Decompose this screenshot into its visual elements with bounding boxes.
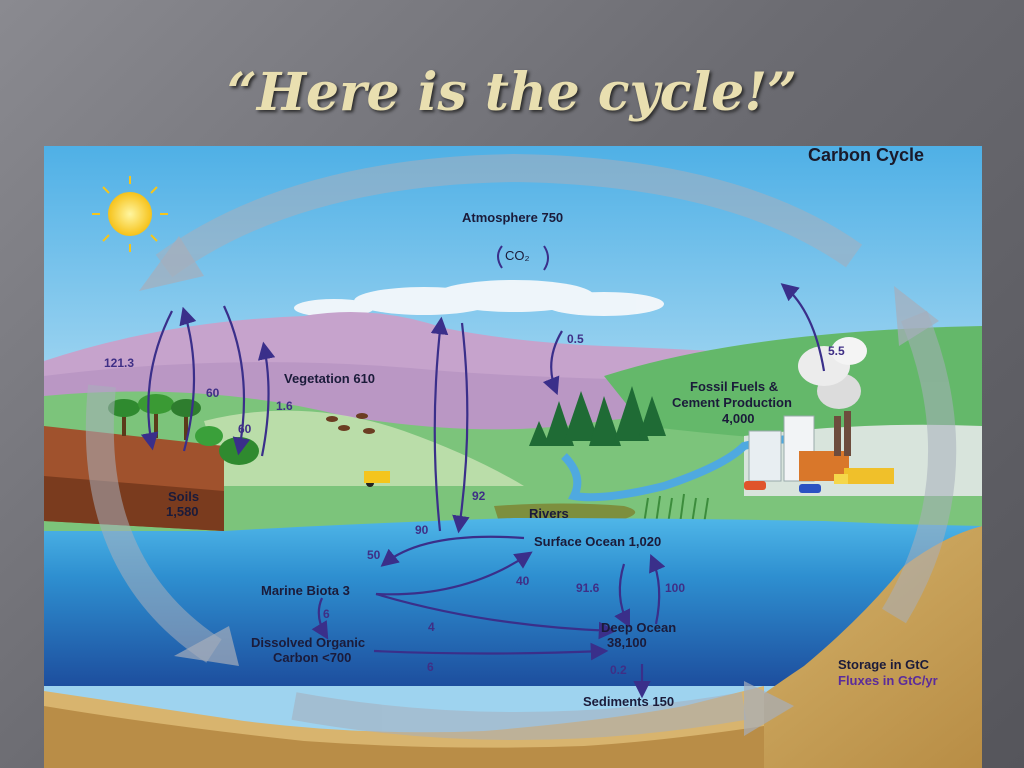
- flux-6-a: 6: [323, 607, 330, 621]
- sediments-label: Sediments 150: [583, 694, 675, 709]
- flux-50: 50: [367, 548, 381, 562]
- co2-label: CO₂: [505, 248, 530, 263]
- flux-60-a: 60: [206, 386, 220, 400]
- tractor: [364, 471, 390, 483]
- vehicles: [364, 468, 894, 493]
- cows: [326, 413, 375, 434]
- flux-4: 4: [428, 620, 435, 634]
- fossil-fuels-value: 4,000: [722, 411, 755, 426]
- deep-ocean-value: 38,100: [607, 635, 647, 650]
- co2-swirl-icon: [497, 245, 549, 271]
- soils-label: Soils: [168, 489, 200, 504]
- deep-ocean-label: Deep Ocean: [601, 620, 677, 635]
- cycle-ring-arrows: [85, 153, 957, 740]
- legend-fluxes: Fluxes in GtC/yr: [838, 673, 938, 688]
- flux-60-b: 60: [238, 422, 252, 436]
- vegetation-label: Vegetation 610: [284, 371, 376, 386]
- dissolved-organic-label: Dissolved Organic: [251, 635, 366, 650]
- cement-production-label: Cement Production: [672, 395, 792, 410]
- ocean: [44, 518, 982, 686]
- flux-6-b: 6: [427, 660, 434, 674]
- flux-5-5: 5.5: [828, 344, 845, 358]
- surface-ocean-label: Surface Ocean 1,020: [534, 534, 662, 549]
- carbon-cycle-diagram: Carbon Cycle Atmosphere 750 CO₂ Vegetati…: [44, 146, 982, 768]
- flux-121-3: 121.3: [104, 356, 135, 370]
- marine-biota-label: Marine Biota 3: [261, 583, 350, 598]
- flux-40: 40: [516, 574, 530, 588]
- flux-0-5: 0.5: [567, 332, 584, 346]
- rivers-label: Rivers: [529, 506, 569, 521]
- soils-value: 1,580: [166, 504, 199, 519]
- flux-arrows: [140, 283, 826, 699]
- pine-forest: [529, 386, 666, 446]
- legend-storage: Storage in GtC: [838, 657, 930, 672]
- cycle-ring-arrowheads: [139, 236, 939, 736]
- flux-0-2: 0.2: [610, 663, 627, 677]
- diagram-illustration: [44, 146, 982, 768]
- fossil-fuels-label: Fossil Fuels &: [690, 379, 779, 394]
- flux-100: 100: [665, 581, 686, 595]
- atmosphere-label: Atmosphere 750: [462, 210, 564, 225]
- flux-91-6: 91.6: [576, 581, 600, 595]
- slide-title: “Here is the cycle!”: [227, 62, 797, 123]
- flux-1-6: 1.6: [276, 399, 293, 413]
- flux-92: 92: [472, 489, 486, 503]
- dissolved-carbon-label: Carbon <700: [273, 650, 352, 665]
- flux-90: 90: [415, 523, 429, 537]
- sun-icon: [92, 176, 168, 252]
- diagram-title: Carbon Cycle: [808, 146, 925, 165]
- clouds: [294, 280, 664, 317]
